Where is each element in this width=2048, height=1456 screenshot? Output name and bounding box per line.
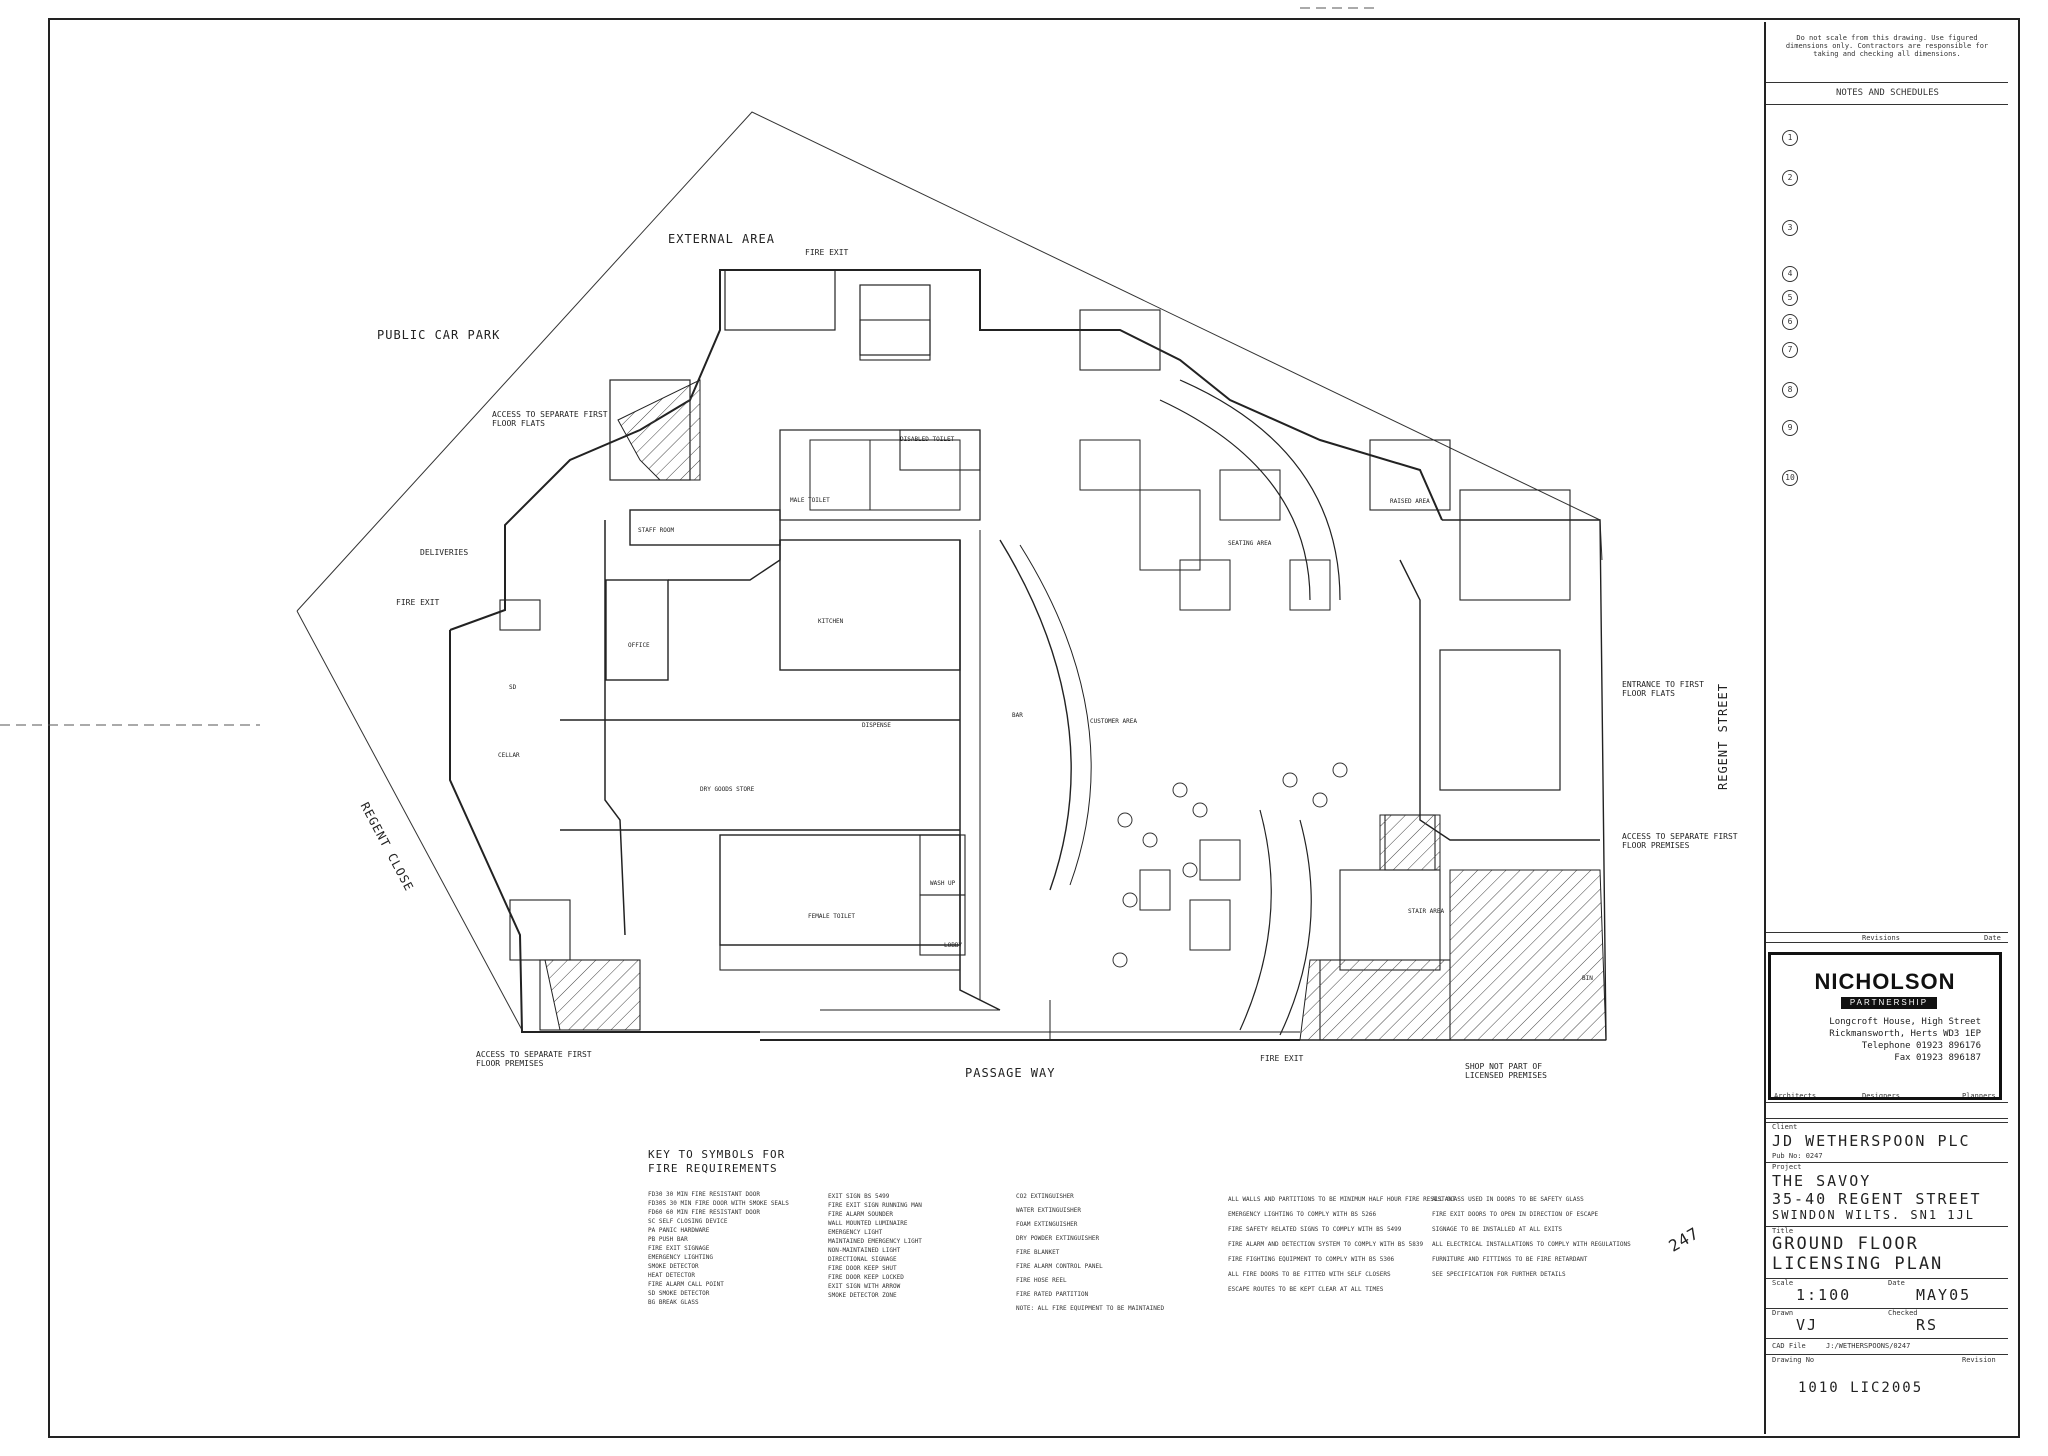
label-external-area: EXTERNAL AREA — [668, 232, 775, 246]
disclaimer: Do not scale from this drawing. Use figu… — [1785, 34, 1989, 58]
checked-label: Checked — [1888, 1309, 1918, 1317]
cad-value: J:/WETHERSPOONS/0247 — [1826, 1342, 1911, 1350]
label-regent-street: REGENT STREET — [1716, 683, 1730, 790]
planners-label: Planners — [1962, 1092, 1996, 1100]
label-dry-goods-store: DRY GOODS STORE — [700, 786, 755, 793]
label-fire-exit-left: FIRE EXIT — [396, 598, 440, 607]
label-bin: BIN — [1582, 975, 1593, 982]
label-female-toilet: FEMALE TOILET — [808, 913, 855, 920]
revisions-label: Revisions — [1862, 934, 1900, 942]
architects-label: Architects — [1774, 1092, 1817, 1100]
label-fire-exit-top: FIRE EXIT — [805, 248, 849, 257]
label-passage-way: PASSAGE WAY — [965, 1066, 1056, 1080]
label-entrance-first-floor-flats: ENTRANCE TO FIRST FLOOR FLATS — [1622, 680, 1704, 698]
drawing-sheet — [48, 18, 2020, 1438]
title-line-2: LICENSING PLAN — [1772, 1254, 1944, 1274]
label-seating-area: SEATING AREA — [1228, 540, 1272, 547]
title-line-1: GROUND FLOOR — [1772, 1234, 1919, 1254]
key-column-5: ALL GLASS USED IN DOORS TO BE SAFETY GLA… — [1432, 1196, 1631, 1278]
client-label: Client — [1772, 1123, 1798, 1131]
date-label: Date — [1984, 934, 2001, 942]
drawing-number: 1010 LIC2005 — [1798, 1380, 1924, 1396]
label-kitchen: KITCHEN — [818, 618, 844, 625]
floor-plan — [0, 7, 1607, 1041]
label-access-first-floor-flats: ACCESS TO SEPARATE FIRST FLOOR FLATS — [492, 410, 608, 428]
cad-label: CAD File — [1772, 1342, 1806, 1350]
checked-value: RS — [1916, 1316, 1939, 1334]
title-label: Title — [1772, 1227, 1794, 1235]
hatched-areas — [544, 379, 1607, 1041]
title-block: Do not scale from this drawing. Use figu… — [1764, 22, 2008, 1434]
label-wash-up: WASH UP — [930, 880, 956, 887]
label-deliveries: DELIVERIES — [420, 548, 469, 557]
key-column-4: ALL WALLS AND PARTITIONS TO BE MINIMUM H… — [1228, 1196, 1456, 1293]
revision-label: Revision — [1962, 1356, 1996, 1364]
firm-address-1: Longcroft House, High Street — [1829, 1017, 1981, 1027]
label-lobby: LOBBY — [944, 942, 963, 949]
client-name: JD WETHERSPOON PLC — [1772, 1132, 1971, 1150]
label-sd: SD — [509, 684, 517, 691]
key-title-1: KEY TO SYMBOLS FOR — [648, 1148, 786, 1161]
firm-sub: PARTNERSHIP — [1841, 997, 1937, 1009]
firm-logo-box: NICHOLSON PARTNERSHIP Longcroft House, H… — [1768, 952, 2002, 1100]
label-access-first-floor-premises-left: ACCESS TO SEPARATE FIRST FLOOR PREMISES — [476, 1050, 592, 1068]
label-customer-area: CUSTOMER AREA — [1090, 718, 1137, 725]
designers-label: Designers — [1862, 1092, 1900, 1100]
project-line-2: 35-40 REGENT STREET — [1772, 1190, 1982, 1208]
drawing-no-label: Drawing No — [1772, 1356, 1815, 1364]
firm-fax: Fax 01923 896187 — [1894, 1053, 1981, 1063]
project-line-1: THE SAVOY — [1772, 1172, 1872, 1190]
label-raised-area: RAISED AREA — [1390, 498, 1430, 505]
label-public-car-park: PUBLIC CAR PARK — [377, 328, 501, 342]
project-line-3: SWINDON WILTS. SN1 1JL — [1772, 1208, 1975, 1222]
project-label: Project — [1772, 1163, 1802, 1171]
scale-label: Scale — [1772, 1279, 1794, 1287]
firm-address-2: Rickmansworth, Herts WD3 1EP — [1829, 1029, 1981, 1039]
key-title-2: FIRE REQUIREMENTS — [648, 1162, 778, 1175]
drawn-value: VJ — [1796, 1316, 1819, 1334]
label-staff-room: STAFF ROOM — [638, 527, 675, 534]
date-value-label: Date — [1888, 1279, 1905, 1287]
date-value: MAY05 — [1916, 1286, 1972, 1304]
label-office: OFFICE — [628, 642, 650, 649]
firm-name: NICHOLSON — [1814, 969, 1956, 994]
label-disabled-toilet: DISABLED TOILET — [900, 436, 955, 443]
notes-heading: NOTES AND SCHEDULES — [1836, 88, 1939, 98]
firm-telephone: Telephone 01923 896176 — [1861, 1041, 1981, 1051]
label-stair-area: STAIR AREA — [1408, 908, 1445, 915]
pub-number: Pub No: 0247 — [1772, 1152, 1823, 1160]
label-male-toilet: MALE TOILET — [790, 497, 830, 504]
label-dispense: DISPENSE — [862, 722, 891, 729]
label-bar: BAR — [1012, 712, 1023, 719]
label-access-first-floor-premises-right: ACCESS TO SEPARATE FIRST FLOOR PREMISES — [1622, 832, 1738, 850]
scale-value: 1:100 — [1796, 1286, 1852, 1304]
drawn-label: Drawn — [1772, 1309, 1794, 1317]
label-shop-not-part: SHOP NOT PART OF LICENSED PREMISES — [1465, 1062, 1547, 1080]
label-fire-exit-bottom: FIRE EXIT — [1260, 1054, 1304, 1063]
label-cellar: CELLAR — [498, 752, 520, 759]
